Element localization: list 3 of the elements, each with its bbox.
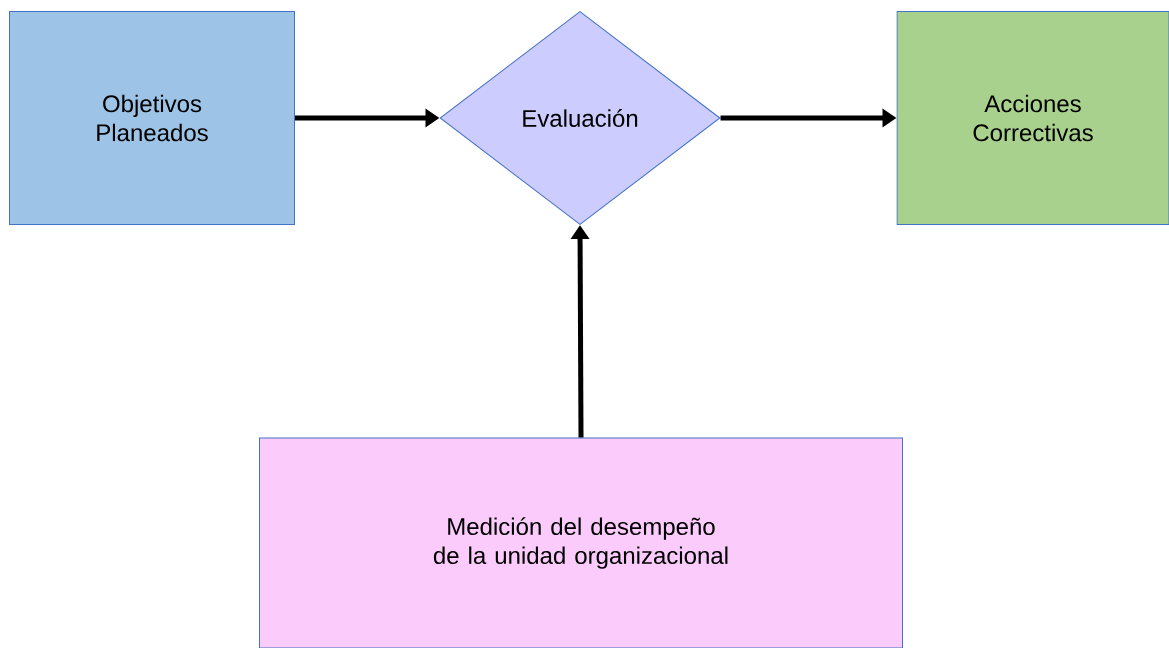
- process-box: Acciones Correctivas: [896, 11, 1169, 225]
- process-box: Medición del desempeño de la unidad organizacional: [259, 437, 903, 648]
- process-box: Objetivos Planeados: [9, 11, 295, 225]
